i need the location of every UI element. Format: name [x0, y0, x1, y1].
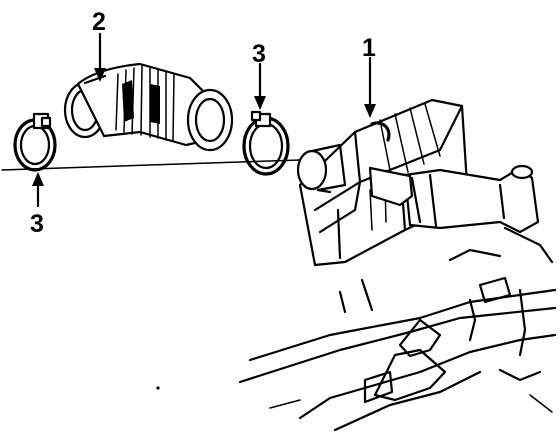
- callout-label-part-1: 1: [362, 34, 376, 62]
- vehicle-frame: [238, 226, 557, 432]
- callout-leader-2: [94, 32, 106, 82]
- callout-label-part-3-lower: 3: [30, 210, 44, 238]
- callout-label-part-2: 2: [92, 8, 106, 36]
- intake-duct: [63, 62, 234, 152]
- callout-leader-3-lower: [32, 172, 44, 208]
- callout-leader-1: [364, 56, 376, 118]
- hose-clamp-right: [242, 110, 290, 176]
- hose-clamp-left: [13, 112, 57, 172]
- assembly-centreline: [1, 159, 301, 171]
- callout-leader-3-upper: [254, 62, 266, 110]
- air-cleaner-assembly: [296, 98, 540, 267]
- reference-dot: [156, 386, 160, 390]
- callout-label-part-3-upper: 3: [252, 40, 266, 68]
